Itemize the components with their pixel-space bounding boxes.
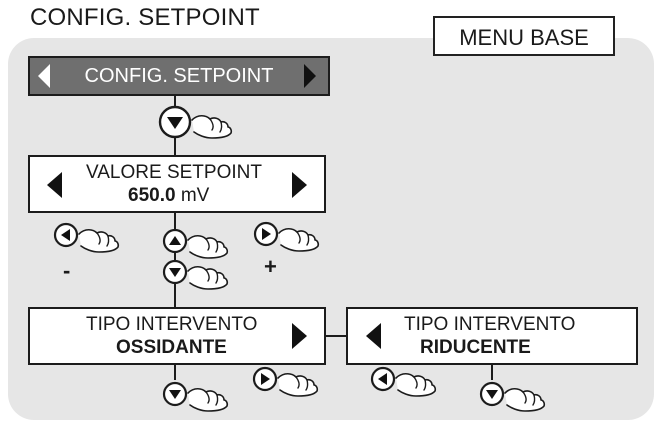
setpoint-unit: mV [175,185,210,206]
setpoint-number: 650.0 [128,185,176,206]
tipo-ossidante-label: TIPO INTERVENTO [86,314,258,335]
setpoint-value: 650.0 mV [128,185,209,207]
tipo-riducente-box[interactable]: TIPO INTERVENTO RIDUCENTE [346,307,638,365]
down-button-icon[interactable] [479,381,546,412]
tipo-riducente-value: RIDUCENTE [420,337,531,358]
arrow-left-icon[interactable] [38,64,50,88]
menu-base-label: MENU BASE [433,16,615,56]
tipo-ossidante-box[interactable]: TIPO INTERVENTO OSSIDANTE [28,307,326,365]
arrow-right-icon[interactable] [292,323,307,349]
up-button-icon[interactable] [162,228,229,259]
right-button-icon[interactable] [252,366,319,397]
left-button-icon[interactable] [370,366,437,397]
arrow-right-icon[interactable] [304,64,316,88]
tipo-riducente-label: TIPO INTERVENTO [404,314,576,335]
setpoint-label: VALORE SETPOINT [86,162,262,183]
right-button-icon[interactable] [253,221,320,252]
down-button-icon[interactable] [158,105,233,139]
connector-line [174,364,176,380]
tipo-ossidante-value: OSSIDANTE [116,337,227,358]
config-setpoint-nav-bar[interactable]: CONFIG. SETPOINT [28,56,330,96]
connector-line [324,335,348,337]
minus-sign: - [63,258,71,283]
left-button-icon[interactable] [53,222,120,253]
arrow-left-icon[interactable] [47,172,62,198]
down-button-icon[interactable] [162,259,229,290]
nav-bar-label: CONFIG. SETPOINT [84,65,274,87]
plus-sign: + [264,254,277,279]
arrow-right-icon[interactable] [292,172,307,198]
setpoint-value-box[interactable]: VALORE SETPOINT 650.0 mV [28,155,326,213]
connector-line [491,364,493,380]
arrow-left-icon[interactable] [366,323,381,349]
down-button-icon[interactable] [162,381,229,412]
page-title: CONFIG. SETPOINT [30,4,260,31]
